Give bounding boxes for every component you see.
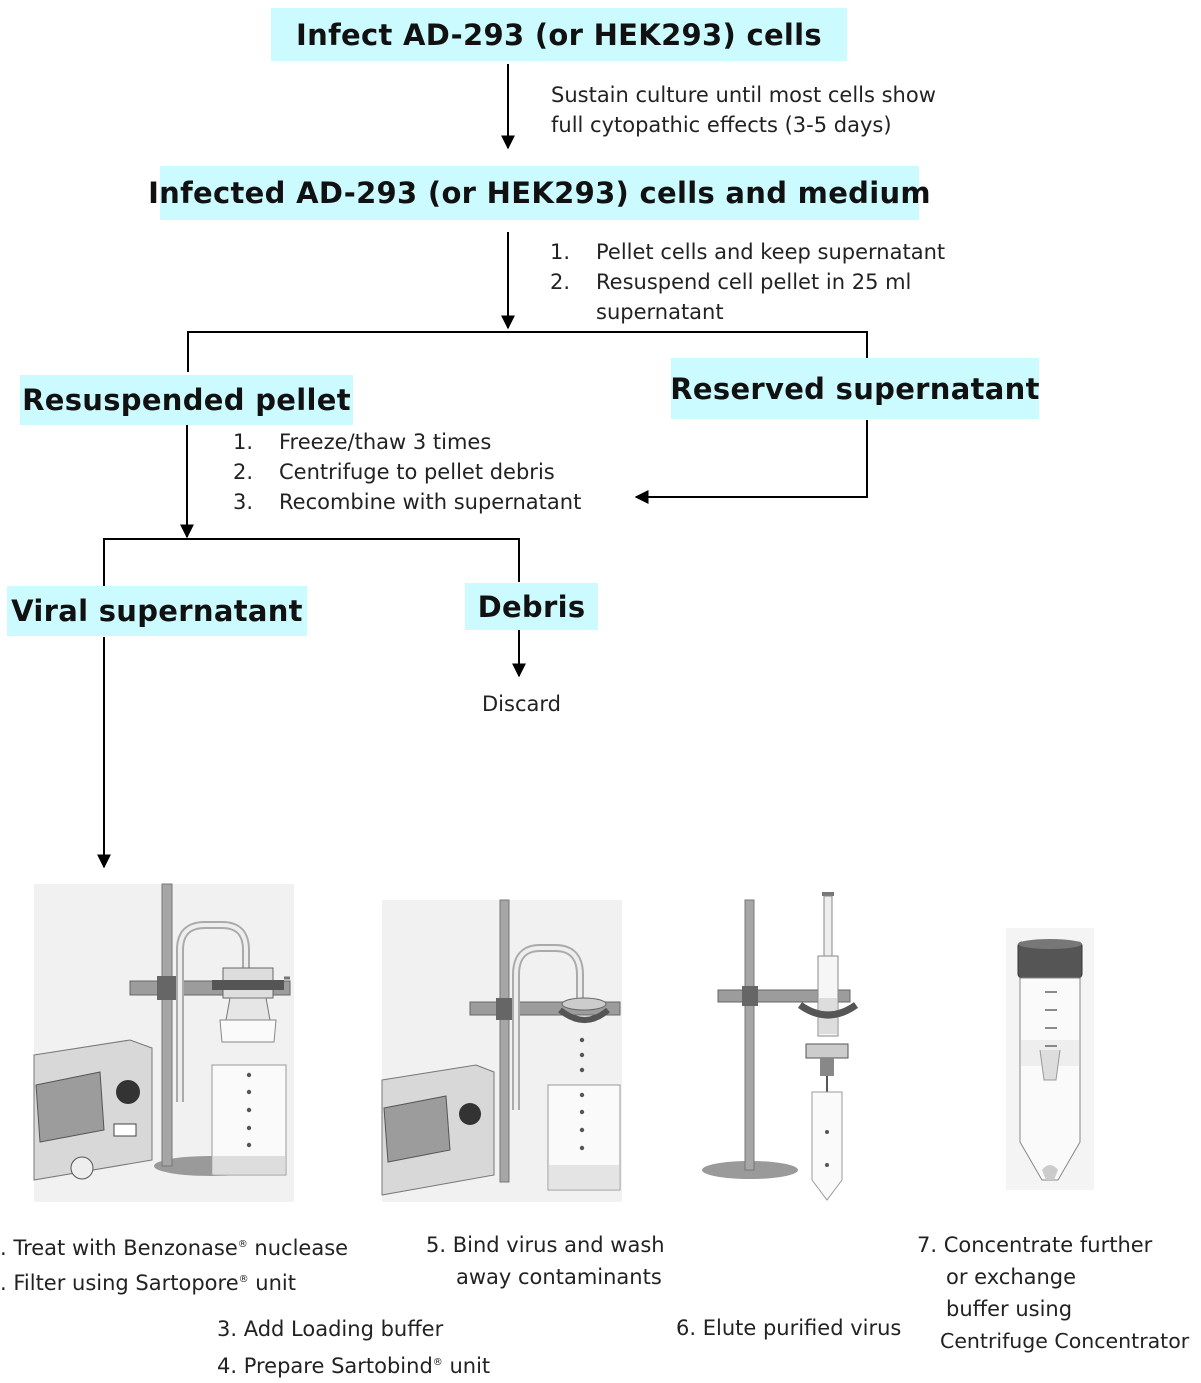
freeze-steps-list: 1. Freeze/thaw 3 times 2. Centrifuge to pe… xyxy=(233,427,581,517)
caption-line: away contaminants xyxy=(456,1265,662,1289)
registered-mark: ® xyxy=(432,1357,443,1368)
caption-line: buffer using xyxy=(946,1297,1073,1321)
caption-text: unit xyxy=(442,1354,491,1378)
caption-line: 4. Prepare Sartobind® unit xyxy=(217,1346,490,1383)
caption-steps-3-4: 3. Add Loading buffer 4. Prepare Sartobi… xyxy=(217,1312,490,1383)
resuspended-pellet-box: Resuspended pellet xyxy=(20,375,353,425)
arrow-reserved-recombine xyxy=(634,420,868,504)
caption-line: 7. Concentrate further xyxy=(917,1233,1153,1257)
caption-step-7: 7. Concentrate further or exchange buffe… xyxy=(917,1229,1189,1357)
registered-mark: ® xyxy=(238,1274,249,1285)
step-text: Recombine with supernatant xyxy=(279,490,582,514)
list-item: 2. Resuspend cell pellet in 25 ml xyxy=(550,267,945,297)
equipment-illustrations xyxy=(33,883,1094,1202)
infected-cells-medium-box: Infected AD-293 (or HEK293) cells and me… xyxy=(148,166,931,220)
list-item: 3. Recombine with supernatant xyxy=(233,487,581,517)
step-text: Freeze/thaw 3 times xyxy=(279,430,492,454)
pellet-steps-list: 1. Pellet cells and keep supernatant 2. Re… xyxy=(550,237,945,327)
bind-wash-setup-illustration xyxy=(381,899,622,1202)
step-text: Centrifuge to pellet debris xyxy=(279,460,555,484)
infect-cells-box: Infect AD-293 (or HEK293) cells xyxy=(271,8,847,61)
centrifuge-concentrator-illustration xyxy=(1006,928,1094,1190)
list-item: 1. Freeze/thaw 3 times xyxy=(233,427,581,457)
list-item: 2. Centrifuge to pellet debris xyxy=(233,457,581,487)
step-text: supernatant xyxy=(596,300,724,324)
caption-text: . Filter using Sartopore xyxy=(0,1271,239,1295)
pump-filter-setup-illustration xyxy=(33,883,294,1202)
caption-text: 4. Prepare Sartobind xyxy=(217,1354,433,1378)
discard-label: Discard xyxy=(482,692,561,716)
registered-mark: ® xyxy=(237,1239,248,1250)
caption-steps-1-2: . Treat with Benzonase® nuclease . Filte… xyxy=(0,1229,348,1299)
list-item: 1. Pellet cells and keep supernatant xyxy=(550,237,945,267)
list-item: supernatant xyxy=(550,297,945,327)
caption-step-6: 6. Elute purified virus xyxy=(676,1316,902,1340)
step-text: Resuspend cell pellet in 25 ml xyxy=(596,270,912,294)
split-line-top xyxy=(187,331,868,372)
step-number: 2. xyxy=(233,460,254,484)
caption-line: Centrifuge Concentrator xyxy=(940,1329,1190,1353)
caption-line: 3. Add Loading buffer xyxy=(217,1317,444,1341)
caption-line: . Treat with Benzonase® nuclease xyxy=(0,1229,348,1264)
caption-line: or exchange xyxy=(946,1265,1077,1289)
elute-syringe-illustration xyxy=(702,892,859,1201)
sustain-culture-note: Sustain culture until most cells show fu… xyxy=(551,80,936,140)
caption-text: nuclease xyxy=(247,1236,349,1260)
caption-text: . Treat with Benzonase xyxy=(0,1236,238,1260)
debris-box: Debris xyxy=(465,583,598,630)
caption-step-5: 5. Bind virus and wash away contaminants xyxy=(426,1229,665,1293)
split-line-bottom xyxy=(103,538,520,586)
caption-line: . Filter using Sartopore® unit xyxy=(0,1264,348,1299)
caption-line: 5. Bind virus and wash xyxy=(426,1233,665,1257)
step-number: 2. xyxy=(550,270,571,294)
step-number: 1. xyxy=(550,240,571,264)
note-line: Sustain culture until most cells show xyxy=(551,83,936,107)
step-number: 1. xyxy=(233,430,254,454)
caption-text: unit xyxy=(248,1271,296,1295)
step-text: Pellet cells and keep supernatant xyxy=(596,240,946,264)
viral-supernatant-box: Viral supernatant xyxy=(7,586,307,636)
step-number: 3. xyxy=(233,490,254,514)
reserved-supernatant-box: Reserved supernatant xyxy=(670,358,1039,419)
note-line: full cytopathic effects (3-5 days) xyxy=(551,113,892,137)
